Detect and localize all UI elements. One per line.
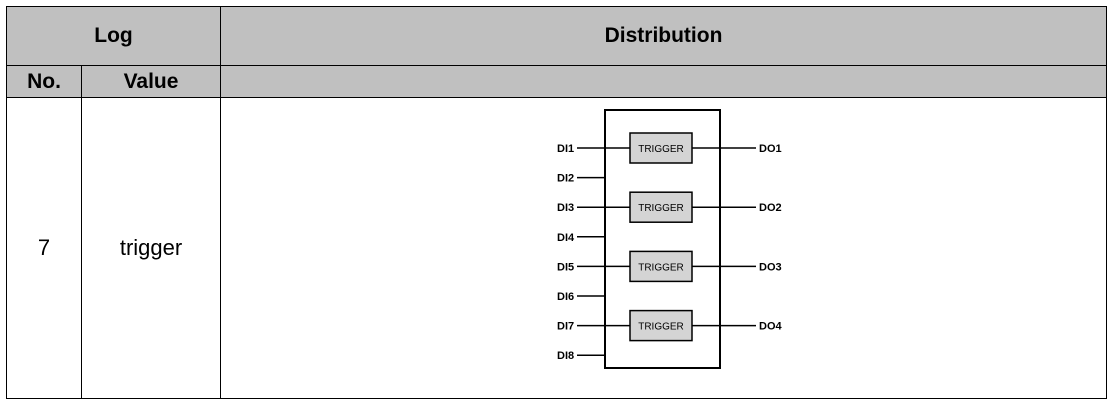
trigger-block-1: [629, 132, 693, 164]
input-label-7: DI7: [557, 321, 574, 333]
input-label-2: DI2: [557, 173, 574, 185]
distribution-header: Distribution: [220, 6, 1108, 66]
log-header: Log: [5, 6, 222, 66]
output-label-1: DO1: [759, 143, 782, 155]
trigger-block-label-2: TRIGGER: [638, 203, 684, 214]
output-label-4: DO4: [759, 321, 783, 333]
spec-table: Log Distribution No. Value 7 trigger DI1…: [5, 6, 1108, 399]
output-label-3: DO3: [759, 261, 782, 273]
value-header: Value: [80, 65, 222, 98]
row-no: 7: [6, 97, 82, 399]
trigger-block-label-1: TRIGGER: [638, 144, 684, 155]
trigger-block-label-3: TRIGGER: [638, 262, 684, 273]
output-label-2: DO2: [759, 202, 782, 214]
input-label-1: DI1: [557, 143, 574, 155]
distribution-subheader: [220, 65, 1108, 98]
trigger-block-label-4: TRIGGER: [638, 322, 684, 333]
input-label-3: DI3: [557, 202, 574, 214]
trigger-block-3: [629, 250, 693, 283]
input-label-6: DI6: [557, 291, 574, 303]
no-header: No.: [6, 65, 82, 98]
input-label-8: DI8: [557, 350, 574, 362]
input-label-5: DI5: [557, 261, 574, 273]
row-value: trigger: [80, 97, 222, 399]
input-label-4: DI4: [557, 232, 575, 244]
trigger-block-4: [629, 309, 693, 342]
